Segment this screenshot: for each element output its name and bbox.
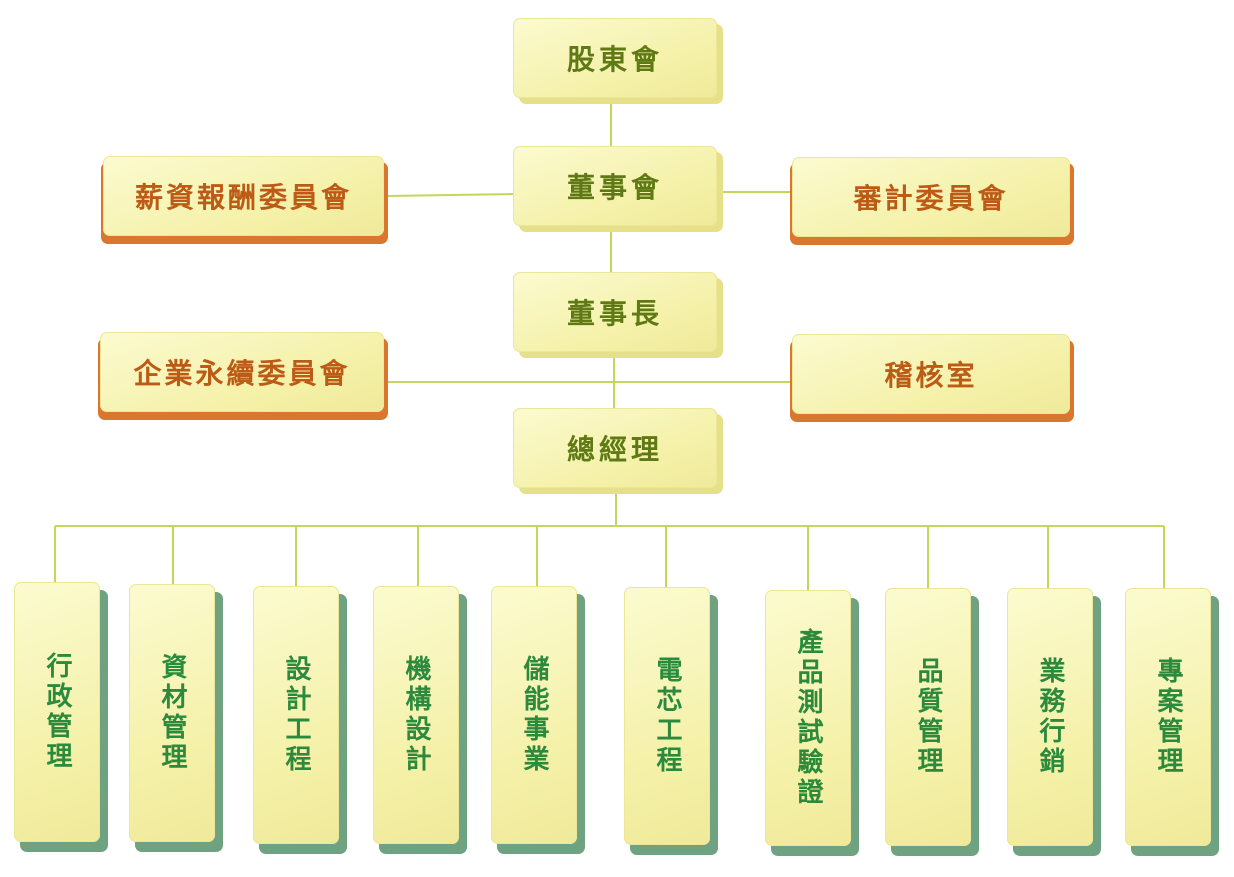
dept-materials-box: 資材管理 bbox=[129, 584, 223, 852]
dept-mech-design-box: 機構設計 bbox=[373, 586, 467, 854]
dept-sales-box: 業務行銷 bbox=[1007, 588, 1101, 856]
audit-committee-label: 審計委員會 bbox=[853, 182, 1009, 215]
compensation-committee-box: 薪資報酬委員會 bbox=[101, 156, 388, 244]
dept-project-box: 專案管理 bbox=[1125, 588, 1219, 856]
compensation-committee-label: 薪資報酬委員會 bbox=[134, 181, 352, 214]
dept-project-label: 專案管理 bbox=[1153, 657, 1183, 777]
dept-quality-label: 品質管理 bbox=[913, 657, 943, 777]
dept-admin-label: 行政管理 bbox=[42, 652, 72, 772]
dept-sales-label: 業務行銷 bbox=[1035, 657, 1065, 777]
dept-cell-eng-label: 電芯工程 bbox=[652, 656, 682, 776]
dept-design-eng-label: 設計工程 bbox=[281, 655, 311, 775]
connector-compensation bbox=[385, 193, 514, 197]
dept-product-test-label: 產品測試驗證 bbox=[793, 628, 823, 808]
shareholders-box: 股東會 bbox=[513, 18, 723, 104]
dept-quality-box: 品質管理 bbox=[885, 588, 979, 856]
dept-mech-design-label: 機構設計 bbox=[401, 655, 431, 775]
dept-cell-eng-box: 電芯工程 bbox=[624, 587, 718, 855]
dept-admin-box: 行政管理 bbox=[14, 582, 108, 852]
sustainability-committee-box: 企業永續委員會 bbox=[98, 332, 388, 420]
sustainability-committee-label: 企業永續委員會 bbox=[133, 357, 351, 390]
shareholders-label: 股東會 bbox=[566, 43, 663, 76]
board-label: 董事會 bbox=[566, 171, 663, 204]
dept-materials-label: 資材管理 bbox=[157, 653, 187, 773]
dept-energy-storage-box: 儲能事業 bbox=[491, 586, 585, 854]
dept-product-test-box: 產品測試驗證 bbox=[765, 590, 859, 856]
dept-energy-storage-label: 儲能事業 bbox=[519, 655, 549, 775]
chairman-box: 董事長 bbox=[513, 272, 723, 358]
board-box: 董事會 bbox=[513, 146, 723, 232]
internal-audit-box: 稽核室 bbox=[790, 334, 1074, 422]
dept-design-eng-box: 設計工程 bbox=[253, 586, 347, 854]
general-manager-label: 總經理 bbox=[566, 433, 663, 466]
audit-committee-box: 審計委員會 bbox=[790, 157, 1074, 245]
general-manager-box: 總經理 bbox=[513, 408, 723, 494]
chairman-label: 董事長 bbox=[566, 297, 663, 330]
internal-audit-label: 稽核室 bbox=[884, 359, 978, 392]
